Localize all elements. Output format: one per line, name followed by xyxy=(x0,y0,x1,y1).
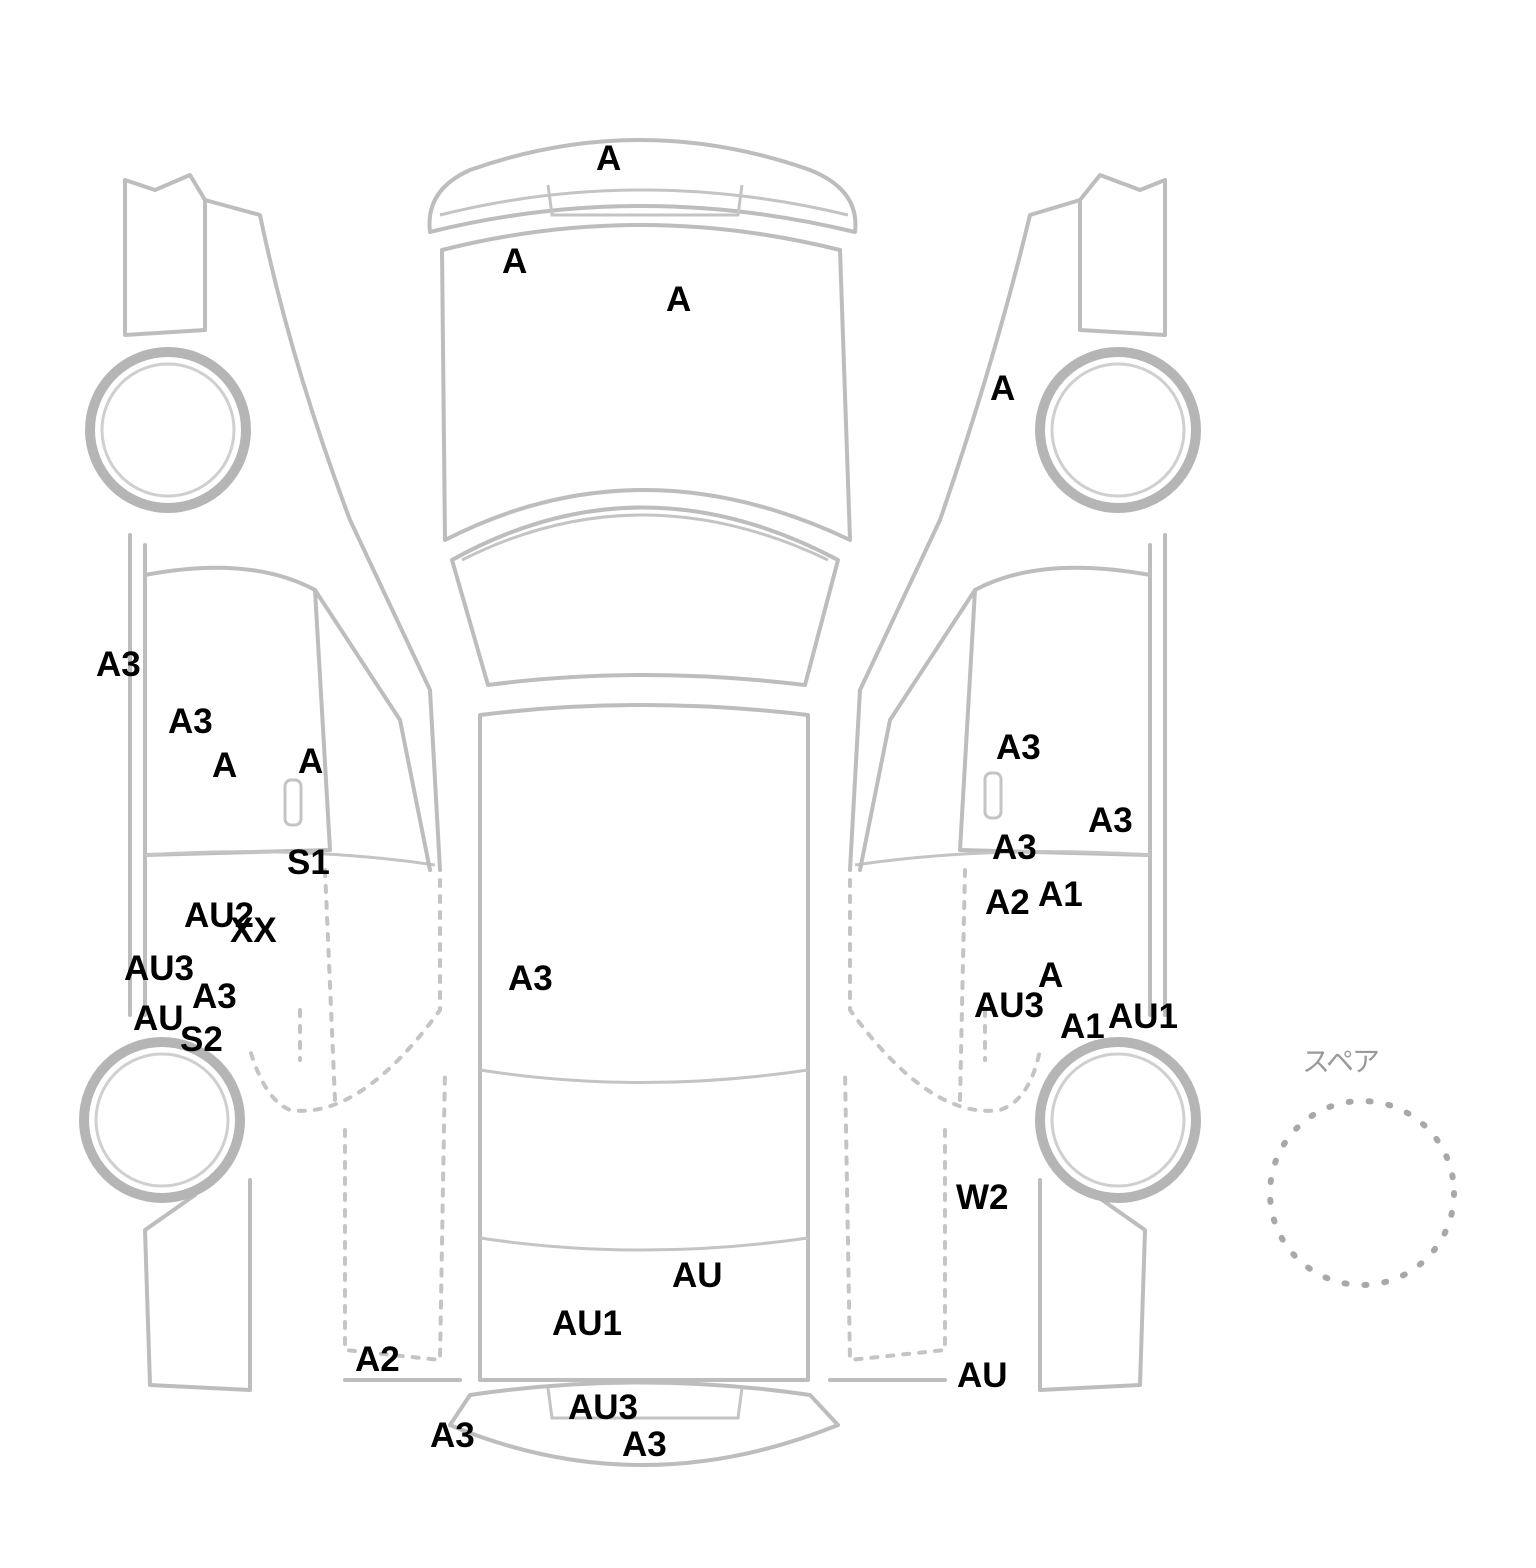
damage-code: A3 xyxy=(168,702,213,741)
damage-code: AU3 xyxy=(568,1388,639,1427)
damage-code: AU xyxy=(672,1256,723,1295)
spare-tire-icon xyxy=(1267,1098,1457,1288)
rear-bumper xyxy=(448,1380,840,1467)
damage-code: A3 xyxy=(1088,801,1133,840)
car-top-view xyxy=(427,138,858,1467)
front-bumper xyxy=(427,138,858,234)
damage-code: A xyxy=(1038,956,1064,995)
damage-code: AU3 xyxy=(974,986,1045,1025)
damage-code: A3 xyxy=(992,828,1037,867)
damage-code: A xyxy=(596,139,622,178)
damage-code: A3 xyxy=(508,959,553,998)
damage-code: AU xyxy=(957,1356,1008,1395)
damage-code: W2 xyxy=(956,1178,1009,1217)
damage-code: A3 xyxy=(192,977,237,1016)
damage-code: AU xyxy=(133,999,184,1038)
left-rear-fender xyxy=(143,1178,252,1392)
spare-label: スペア xyxy=(1302,1045,1380,1078)
right-front-fender xyxy=(848,173,1167,872)
right-body xyxy=(1148,533,1167,1017)
damage-code: A xyxy=(990,369,1016,408)
left-body xyxy=(128,533,147,1017)
car-left-side xyxy=(79,173,462,1392)
windshield xyxy=(450,505,840,687)
damage-code: A xyxy=(666,280,692,319)
damage-code: A2 xyxy=(985,883,1030,922)
damage-code: A xyxy=(298,742,324,781)
roof-cabin xyxy=(478,703,810,1382)
damage-code: AU3 xyxy=(124,949,195,988)
damage-code: A3 xyxy=(996,728,1041,767)
damage-code: A1 xyxy=(1060,1007,1105,1046)
damage-code: A xyxy=(502,242,528,281)
damage-code: A xyxy=(212,746,238,785)
damage-code: A3 xyxy=(430,1416,475,1455)
damage-code: S1 xyxy=(287,843,330,882)
car-right-side xyxy=(828,173,1201,1392)
damage-code: A3 xyxy=(622,1425,667,1464)
damage-code: S2 xyxy=(180,1020,223,1059)
left-door-handle xyxy=(283,778,303,827)
hood xyxy=(440,223,852,542)
damage-code: A1 xyxy=(1038,875,1083,914)
right-rear-wheel xyxy=(1035,1037,1201,1203)
right-rear-fender xyxy=(1038,1178,1147,1392)
damage-code: AU1 xyxy=(552,1304,623,1343)
damage-code: XX xyxy=(230,911,277,950)
left-front-wheel xyxy=(85,347,251,513)
damage-code: A3 xyxy=(96,645,141,684)
left-rear-wheel xyxy=(79,1037,245,1203)
damage-code: AU1 xyxy=(1108,997,1179,1036)
right-front-wheel xyxy=(1035,347,1201,513)
right-door-handle xyxy=(983,771,1003,820)
damage-code: A2 xyxy=(355,1340,400,1379)
damage-code: AU2 xyxy=(184,896,255,935)
left-front-fender xyxy=(123,173,442,872)
